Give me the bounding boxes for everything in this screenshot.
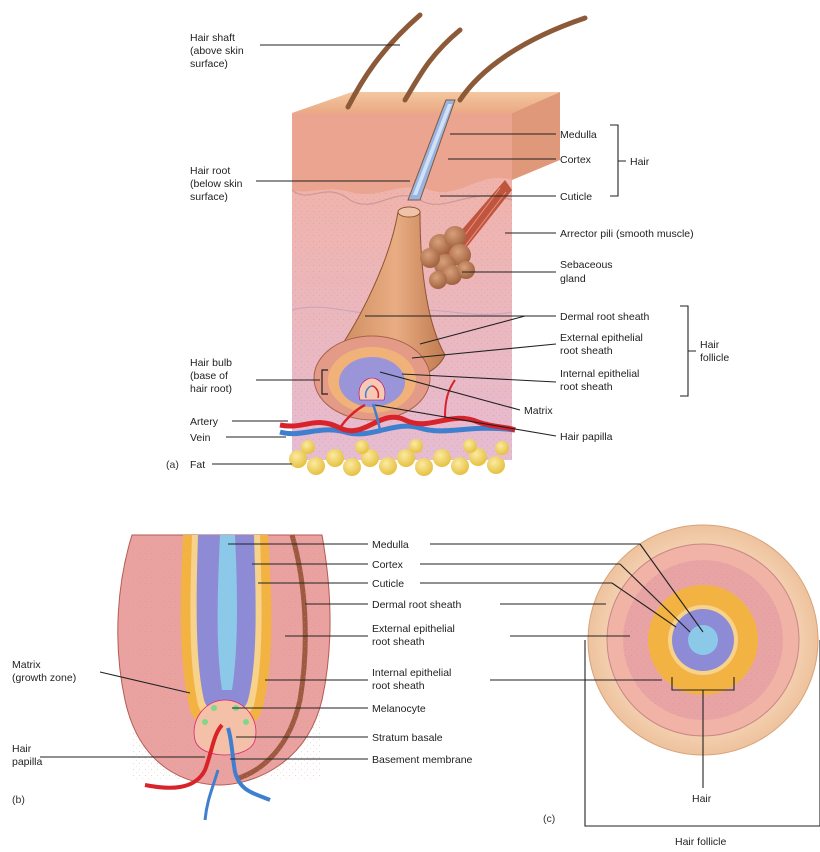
label-artery: Artery [190, 416, 219, 428]
label-dermal-root-sheath-b: Dermal root sheath [372, 599, 461, 611]
label-external-epithelial-a-line1: External epithelial [560, 332, 643, 344]
label-stratum-basale: Stratum basale [372, 732, 443, 744]
label-medulla-b: Medulla [372, 539, 409, 551]
label-basement-membrane: Basement membrane [372, 754, 473, 766]
label-cuticle-b: Cuticle [372, 578, 404, 590]
label-arrector-pili: Arrector pili (smooth muscle) [560, 228, 694, 240]
label-matrix-a: Matrix [524, 405, 553, 417]
label-hair-group: Hair [630, 156, 650, 168]
melanocyte-dot-1 [211, 705, 217, 711]
label-follicle-group-line1: Hair [700, 339, 720, 351]
label-cortex-a: Cortex [560, 154, 592, 166]
hair-bulb [314, 336, 430, 420]
label-hair-root-line3: surface) [190, 191, 228, 203]
label-hair-papilla-b-line2: papilla [12, 756, 43, 768]
label-internal-epithelial-b-line1: Internal epithelial [372, 667, 451, 679]
cross-section-medulla [688, 625, 718, 655]
medulla-b [218, 535, 237, 690]
label-cortex-b: Cortex [372, 559, 404, 571]
label-sebaceous-line1: Sebaceous [560, 259, 613, 271]
label-hair-follicle-c: Hair follicle [675, 836, 727, 848]
label-panel-a: (a) [166, 459, 179, 471]
label-panel-c: (c) [543, 813, 555, 825]
label-external-epithelial-b-line2: root sheath [372, 636, 425, 648]
label-sebaceous-line2: gland [560, 273, 586, 285]
label-hair-bulb-line1: Hair bulb [190, 357, 232, 369]
label-vein: Vein [190, 432, 211, 444]
label-dermal-root-sheath-a: Dermal root sheath [560, 311, 649, 323]
label-hair-root-line2: (below skin [190, 178, 243, 190]
label-internal-epithelial-b-line2: root sheath [372, 680, 425, 692]
hair-shaft-3 [460, 18, 585, 100]
hair-shaft-2 [405, 30, 460, 100]
label-medulla-a: Medulla [560, 129, 597, 141]
label-external-epithelial-a-line2: root sheath [560, 345, 613, 357]
label-melanocyte: Melanocyte [372, 703, 426, 715]
label-external-epithelial-b-line1: External epithelial [372, 623, 455, 635]
label-hair-c: Hair [692, 793, 712, 805]
label-internal-epithelial-a-line1: Internal epithelial [560, 368, 639, 380]
label-hair-bulb-line2: (base of [190, 370, 228, 382]
label-matrix-b-line1: Matrix [12, 659, 41, 671]
label-hair-papilla-a: Hair papilla [560, 431, 613, 443]
label-hair-root-line1: Hair root [190, 165, 230, 177]
label-hair-shaft-line2: (above skin [190, 45, 244, 57]
melanocyte-dot-3 [202, 719, 208, 725]
panel-c-labels: Hair Hair follicle (c) [543, 793, 727, 848]
label-matrix-b-line2: (growth zone) [12, 672, 76, 684]
label-panel-b: (b) [12, 794, 25, 806]
label-cuticle-a: Cuticle [560, 191, 592, 203]
label-fat: Fat [190, 459, 205, 471]
label-follicle-group-line2: follicle [700, 352, 729, 364]
label-hair-shaft-line1: Hair shaft [190, 32, 235, 44]
label-hair-bulb-line3: hair root) [190, 383, 232, 395]
label-hair-papilla-b-line1: Hair [12, 743, 32, 755]
follicle-cone-opening [398, 207, 420, 217]
label-internal-epithelial-a-line2: root sheath [560, 381, 613, 393]
label-hair-shaft-line3: surface) [190, 58, 228, 70]
melanocyte-dot-4 [243, 719, 249, 725]
panel-b-illustration [118, 535, 330, 820]
